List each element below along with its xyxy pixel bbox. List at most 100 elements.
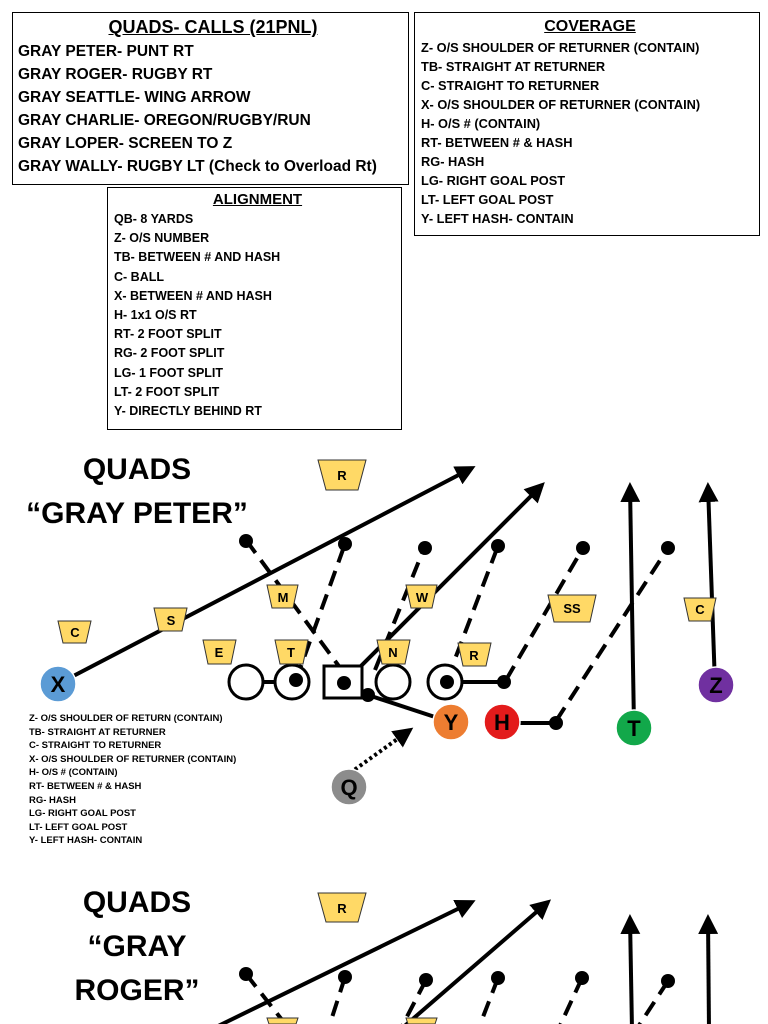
defender-s-label: S bbox=[167, 613, 176, 628]
route-end-dot bbox=[239, 534, 253, 548]
alignment-item: C- BALL bbox=[114, 269, 164, 284]
alignment-item: H- 1x1 O/S RT bbox=[114, 308, 197, 323]
coverage-item: RG- HASH bbox=[421, 154, 485, 169]
route-end-dot bbox=[549, 716, 563, 730]
route-end-dot bbox=[491, 971, 505, 985]
coverage-item: LT- LEFT GOAL POST bbox=[421, 192, 554, 207]
note-item: X- O/S SHOULDER OF RETURNER (CONTAIN) bbox=[29, 753, 237, 765]
route-end-dot bbox=[418, 541, 432, 555]
route-z-arrow bbox=[698, 482, 719, 686]
defender-c-right-label: C bbox=[695, 602, 705, 617]
alignment-heading: ALIGNMENT bbox=[212, 191, 303, 208]
coverage-item: Y- LEFT HASH- CONTAIN bbox=[421, 211, 574, 226]
defender-e bbox=[202, 639, 237, 665]
play1-notes: Z- O/S SHOULDER OF RETURN (CONTAIN) TB- … bbox=[29, 712, 236, 848]
route-z-arrow bbox=[698, 914, 719, 1024]
defender-s bbox=[153, 607, 188, 632]
coverage-heading: COVERAGE bbox=[544, 18, 636, 35]
player-q-label: Q bbox=[340, 775, 357, 800]
defender-t bbox=[274, 639, 309, 665]
defender-m bbox=[266, 1017, 299, 1024]
defender-w-label: W bbox=[416, 590, 429, 605]
rt-block-dot bbox=[440, 675, 454, 689]
player-t-label: T bbox=[627, 716, 641, 741]
route-lt-dashed bbox=[244, 538, 346, 675]
coverage-item: X- O/S SHOULDER OF RETURNER (CONTAIN) bbox=[421, 97, 701, 112]
route-rg-dashed bbox=[400, 979, 428, 1024]
alignment-item: TB- BETWEEN # AND HASH bbox=[114, 250, 281, 265]
defender-r-label: R bbox=[337, 468, 347, 483]
player-h-label: H bbox=[494, 710, 510, 735]
defender-m bbox=[266, 584, 299, 609]
defender-r bbox=[317, 459, 367, 491]
play2-title-line2: “GRAY ROGER” bbox=[74, 930, 200, 1007]
alignment-item: RG- 2 FOOT SPLIT bbox=[114, 346, 225, 361]
play2-title-line1: QUADS bbox=[82, 886, 192, 919]
route-end-dot bbox=[491, 539, 505, 553]
route-y-solid bbox=[367, 693, 439, 720]
call-item: GRAY ROGER- RUGBY RT bbox=[18, 66, 213, 83]
defender-r-line bbox=[457, 642, 492, 667]
calls-heading: QUADS- CALLS (21PNL) bbox=[108, 17, 318, 37]
route-q-dotted bbox=[348, 727, 414, 775]
route-c-arrow bbox=[403, 899, 552, 1024]
coverage-item: Z- O/S SHOULDER OF RETURNER (CONTAIN) bbox=[421, 40, 700, 55]
defender-n-label: N bbox=[388, 645, 397, 660]
defender-t-label: T bbox=[287, 645, 295, 660]
defender-r-label: R bbox=[337, 901, 347, 916]
defender-w bbox=[405, 1017, 438, 1024]
alignment-item: LT- 2 FOOT SPLIT bbox=[114, 384, 220, 399]
play2-diagram: R bbox=[217, 892, 719, 1024]
route-rg-dashed bbox=[373, 545, 427, 671]
call-item: GRAY LOPER- SCREEN TO Z bbox=[18, 135, 233, 152]
coverage-item: LG- RIGHT GOAL POST bbox=[421, 173, 566, 188]
route-end-dot bbox=[497, 675, 511, 689]
play1-diagram: R M W C S SS C E T N R X Y H T Z Q bbox=[39, 459, 735, 806]
coverage-box: COVERAGE Z- O/S SHOULDER OF RETURNER (CO… bbox=[414, 12, 760, 236]
defender-c-right bbox=[683, 597, 717, 622]
defender-e-label: E bbox=[215, 645, 224, 660]
coverage-item: RT- BETWEEN # & HASH bbox=[421, 135, 573, 150]
player-x-label: X bbox=[51, 672, 66, 697]
alignment-item: X- BETWEEN # AND HASH bbox=[114, 288, 272, 303]
route-end-dot bbox=[419, 973, 433, 987]
route-rt-dashed bbox=[478, 977, 500, 1024]
player-t bbox=[615, 709, 653, 747]
defenders bbox=[57, 459, 717, 667]
defender-m-label: M bbox=[278, 590, 289, 605]
coverage-item: C- STRAIGHT TO RETURNER bbox=[421, 78, 600, 93]
player-z-label: Z bbox=[709, 673, 722, 698]
defender-r-line-label: R bbox=[469, 648, 479, 663]
call-item: GRAY WALLY- RUGBY LT (Check to Overload … bbox=[18, 158, 377, 175]
route-end-dot bbox=[361, 688, 375, 702]
alignment-box: ALIGNMENT QB- 8 YARDS Z- O/S NUMBER TB- … bbox=[107, 187, 402, 430]
player-z bbox=[697, 666, 735, 704]
center-block-dot bbox=[337, 676, 351, 690]
route-end-dot bbox=[661, 541, 675, 555]
defender-ss-label: SS bbox=[563, 601, 581, 616]
calls-box: QUADS- CALLS (21PNL) GRAY PETER- PUNT RT… bbox=[12, 12, 409, 185]
play1-title-line1: QUADS bbox=[82, 453, 192, 486]
player-h bbox=[483, 703, 521, 741]
route-end-dot bbox=[239, 967, 253, 981]
note-item: LG- RIGHT GOAL POST bbox=[29, 808, 136, 820]
route-x-arrow bbox=[217, 900, 476, 1024]
alignment-item: RT- 2 FOOT SPLIT bbox=[114, 327, 222, 342]
player-x bbox=[39, 665, 77, 703]
defender-r bbox=[317, 892, 367, 923]
note-item: Y- LEFT HASH- CONTAIN bbox=[29, 835, 143, 847]
route-end-dot bbox=[575, 971, 589, 985]
defender-ss bbox=[547, 594, 597, 623]
coverage-item: H- O/S # (CONTAIN) bbox=[421, 116, 541, 131]
route-y-dashed bbox=[637, 979, 670, 1024]
call-item: GRAY CHARLIE- OREGON/RUGBY/RUN bbox=[18, 112, 311, 129]
route-end-dot bbox=[338, 970, 352, 984]
note-item: C- STRAIGHT TO RETURNER bbox=[29, 740, 162, 752]
route-h-dashed bbox=[504, 546, 585, 682]
defender-c-left bbox=[57, 620, 92, 644]
route-t-arrow bbox=[620, 914, 641, 1024]
alignment-item: Z- O/S NUMBER bbox=[114, 231, 210, 246]
left-tackle bbox=[227, 663, 265, 701]
alignment-item: QB- 8 YARDS bbox=[114, 212, 194, 226]
defender-c-left-label: C bbox=[70, 625, 80, 640]
